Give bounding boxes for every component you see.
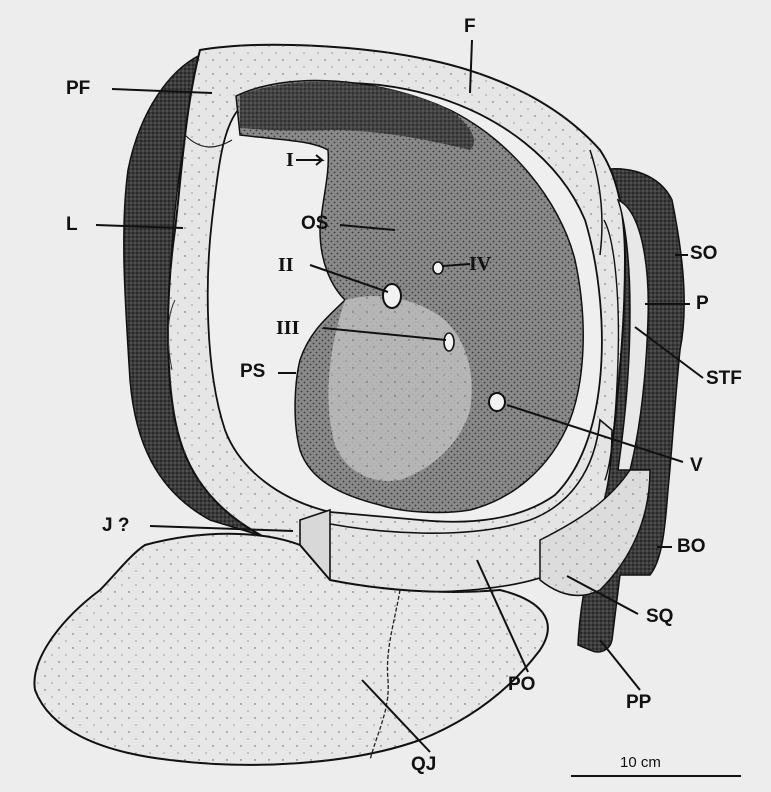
- label-SO: SO: [690, 244, 717, 263]
- label-V: V: [690, 456, 703, 475]
- label-STF: STF: [706, 369, 742, 388]
- label-IV: IV: [469, 254, 491, 274]
- label-I: I: [286, 150, 294, 170]
- foramen-II: [383, 284, 401, 308]
- label-OS: OS: [301, 214, 328, 233]
- label-P: P: [696, 294, 709, 313]
- label-II: II: [278, 255, 294, 275]
- label-PP: PP: [626, 693, 651, 712]
- foramen-III: [444, 333, 454, 351]
- foramen-V: [489, 393, 505, 411]
- label-SQ: SQ: [646, 607, 673, 626]
- label-F: F: [464, 17, 476, 36]
- label-BO: BO: [677, 537, 706, 556]
- label-PO: PO: [508, 675, 535, 694]
- label-J: J ?: [102, 516, 129, 535]
- label-III: III: [276, 318, 299, 338]
- foramen-IV: [433, 262, 443, 274]
- label-L: L: [66, 215, 78, 234]
- label-PF: PF: [66, 79, 90, 98]
- scale-bar-label: 10 cm: [620, 754, 661, 771]
- label-PS: PS: [240, 362, 265, 381]
- label-QJ: QJ: [411, 755, 436, 774]
